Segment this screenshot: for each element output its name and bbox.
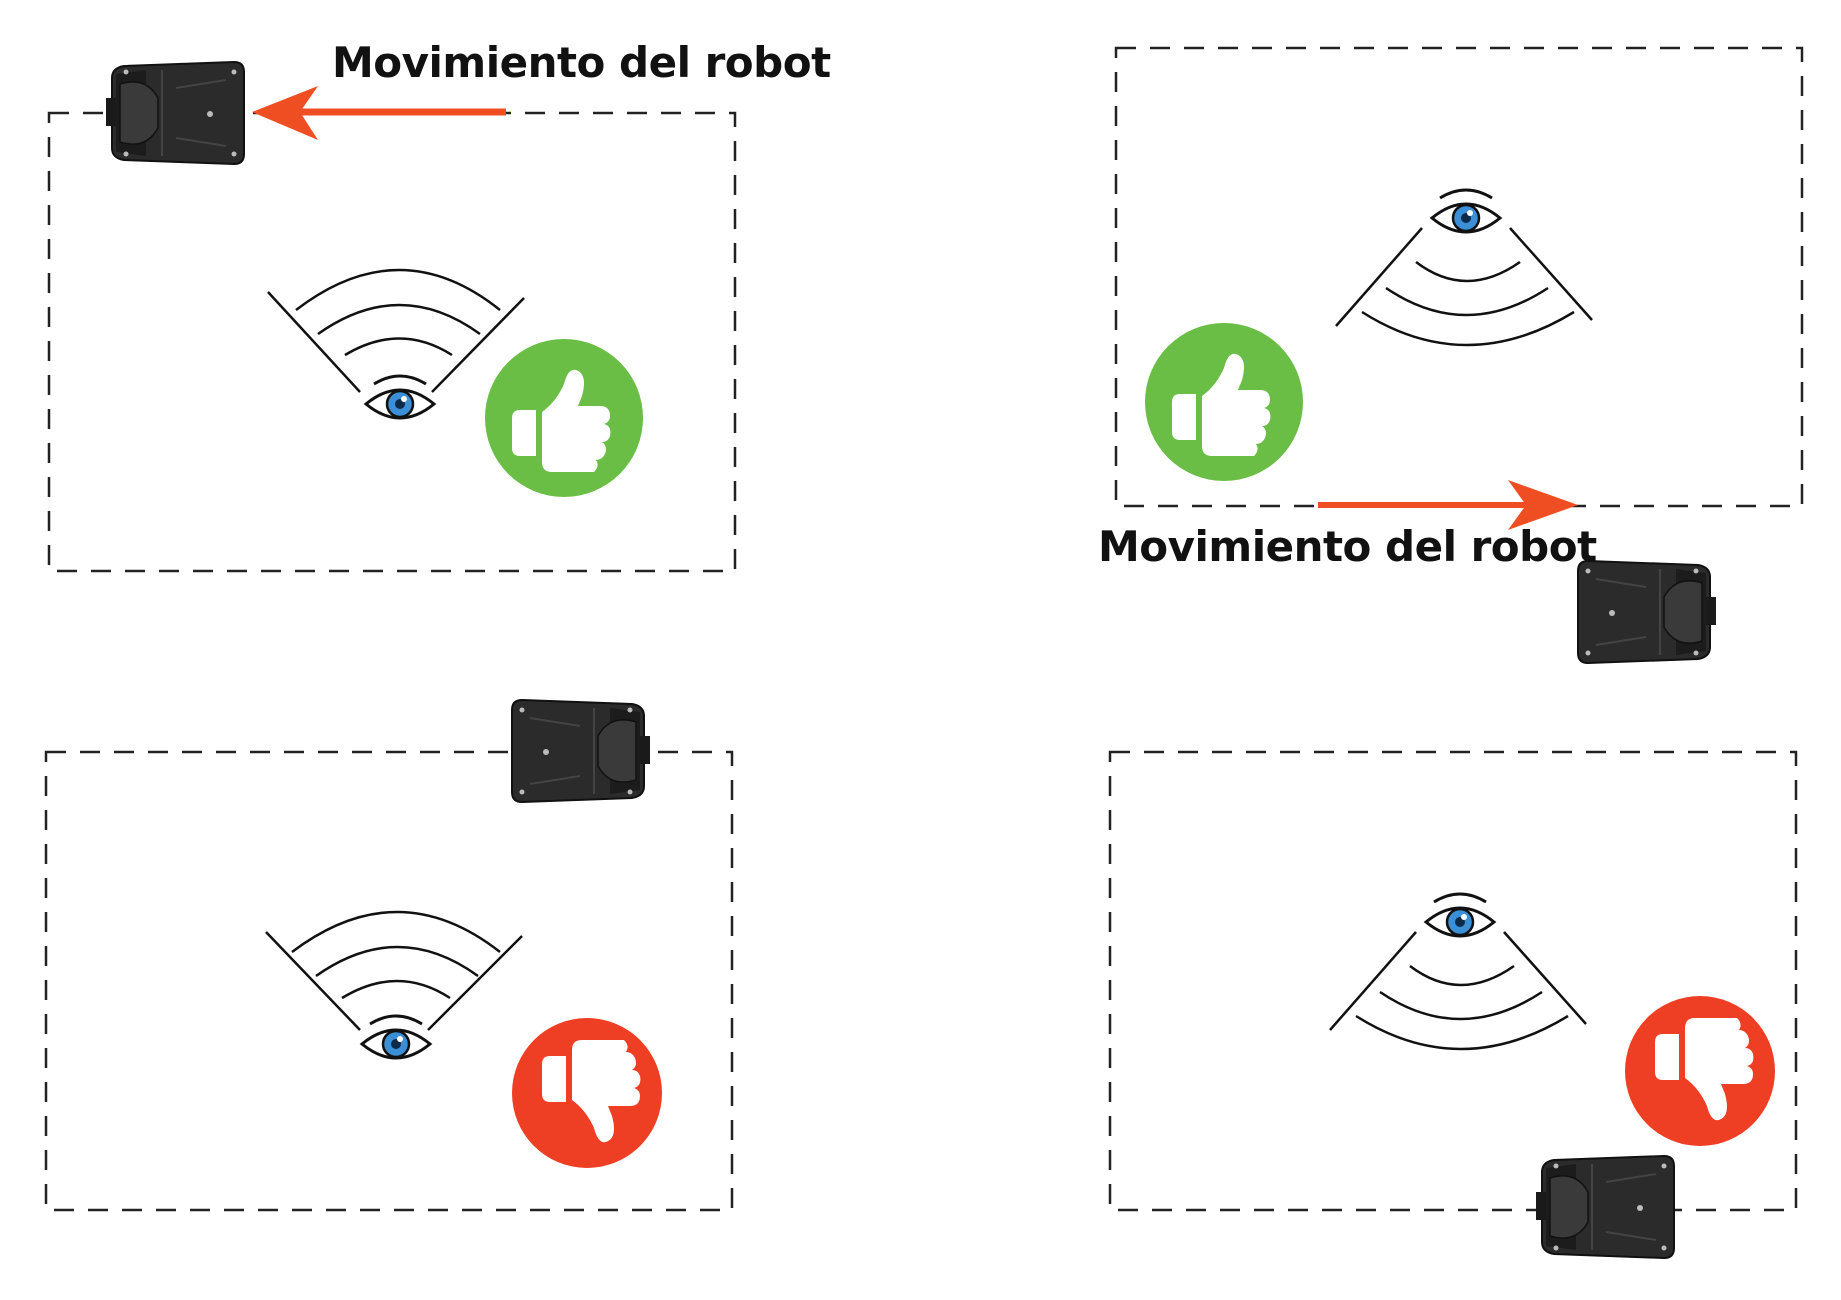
boundary-zone [1114,46,1804,508]
sensor-field-lines [1329,931,1587,1051]
movement-arrow [252,86,506,140]
robot-movement-caption: Movimiento del robot [332,38,831,87]
robot-mower-icon [511,699,651,803]
boundary-zone [47,111,737,573]
thumbs-up-icon [485,339,643,497]
sensor-field-lines [1335,227,1593,347]
robot-mower-icon [1577,560,1717,664]
panel-top-left [47,61,737,573]
sensor-field-lines [265,910,523,1031]
panel-top-right [1114,46,1804,664]
robot-movement-caption: Movimiento del robot [1098,522,1597,571]
robot-mower-icon [1535,1155,1675,1259]
boundary-zone [44,750,734,1212]
sensor-field-lines [267,268,525,393]
eye-icon [360,1014,432,1060]
movement-arrow [1318,480,1578,530]
thumbs-down-icon [1625,996,1775,1146]
boundary-zone [1108,750,1798,1212]
panel-bottom-right [1108,750,1798,1259]
thumbs-down-icon [512,1018,662,1168]
robot-mower-icon [105,61,245,165]
eye-icon [364,374,436,420]
panel-bottom-left [44,699,734,1212]
thumbs-up-icon [1145,323,1303,481]
eye-icon [1424,892,1496,938]
eye-icon [1430,188,1502,234]
